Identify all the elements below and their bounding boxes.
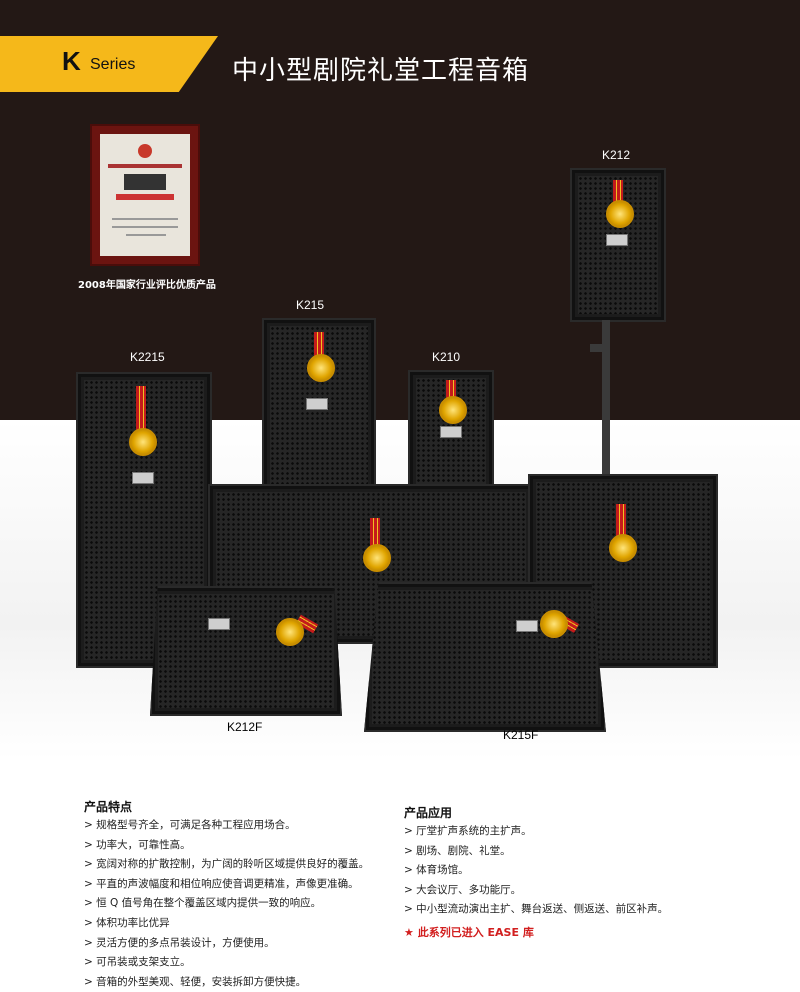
speaker-grille	[270, 326, 368, 502]
speaker-k215f	[364, 582, 606, 732]
series-letter: K	[62, 46, 81, 76]
speaker-k212f	[150, 586, 342, 716]
applications-item: > 剧场、剧院、礼堂。	[404, 844, 511, 857]
brand-badge	[606, 234, 628, 246]
features-title: 产品特点	[84, 800, 133, 814]
award-ribbon	[136, 386, 146, 430]
certificate-banner	[116, 194, 174, 200]
applications-item: > 厅堂扩声系统的主扩声。	[404, 825, 532, 837]
medal-icon	[129, 428, 157, 456]
certificate-text-line	[112, 218, 178, 220]
award-ribbon	[370, 518, 380, 546]
applications-item: > 体育场馆。	[404, 864, 469, 877]
brand-badge	[132, 472, 154, 484]
series-word: Series	[90, 56, 136, 73]
ease-library-note: ★ 此系列已进入 EASE 库	[404, 926, 534, 939]
model-label-k215: K215	[296, 298, 325, 312]
model-label-k212f: K212F	[227, 720, 263, 734]
features-item: > 灵活方便的多点吊装设计，方便使用。	[84, 936, 275, 949]
speaker-pole	[602, 320, 610, 480]
medal-icon	[307, 354, 335, 382]
certificate-text-line	[126, 234, 166, 236]
features-item: > 体积功率比优异	[84, 916, 170, 929]
medal-icon	[609, 534, 637, 562]
award-caption: 2008年国家行业评比优质产品	[78, 280, 216, 291]
award-ribbon	[616, 504, 626, 536]
speaker-k215	[262, 318, 376, 510]
model-label-k2215: K2215	[130, 350, 165, 364]
certificate-title-line	[108, 164, 182, 168]
applications-list: > 厅堂扩声系统的主扩声。 > 剧场、剧院、礼堂。 > 体育场馆。 > 大会议厅…	[404, 822, 784, 920]
brand-badge	[306, 398, 328, 410]
medal-icon	[540, 610, 568, 638]
certificate-text-line	[112, 226, 178, 228]
applications-item: > 中小型流动演出主扩、舞台返送、侧返送、前区补声。	[404, 903, 669, 916]
medal-icon	[606, 200, 634, 228]
features-item: > 宽阔对称的扩散控制，为广阔的聆听区域提供良好的覆盖。	[84, 858, 370, 871]
award-ribbon	[613, 180, 623, 202]
features-item: > 规格型号齐全，可满足各种工程应用场合。	[84, 819, 296, 831]
award-ribbon	[446, 380, 456, 398]
medal-icon	[439, 396, 467, 424]
emblem-icon	[138, 144, 152, 158]
speaker-k212	[570, 168, 666, 322]
speaker-grille	[372, 590, 598, 724]
features-item: > 平直的声波幅度和相位响应使音调更精准，声像更准确。	[84, 877, 359, 890]
model-label-k212: K212	[602, 148, 631, 162]
series-tab: K Series	[0, 36, 218, 92]
ceta-logo	[124, 174, 166, 190]
applications-item: > 大会议厅、多功能厅。	[404, 883, 522, 896]
features-item: > 功率大，可靠性高。	[84, 838, 191, 851]
model-label-k215f: K215F	[503, 728, 539, 742]
features-item: > 可吊装或支架支立。	[84, 956, 191, 969]
speaker-grille	[158, 594, 334, 708]
brand-badge	[440, 426, 462, 438]
pole-clamp	[590, 344, 602, 352]
certificate-paper	[100, 134, 190, 256]
page-title: 中小型剧院礼堂工程音箱	[232, 56, 530, 86]
features-item: > 恒 Q 值号角在整个覆盖区域内提供一致的响应。	[84, 897, 322, 910]
medal-icon	[276, 618, 304, 646]
applications-title: 产品应用	[404, 806, 453, 820]
brand-badge	[516, 620, 538, 632]
award-plaque	[90, 124, 200, 266]
model-label-k210: K210	[432, 350, 461, 364]
features-list: > 规格型号齐全，可满足各种工程应用场合。 > 功率大，可靠性高。 > 宽阔对称…	[84, 816, 404, 992]
features-item: > 音箱的外型美观、轻便，安装拆卸方便快捷。	[84, 975, 307, 988]
brand-badge	[208, 618, 230, 630]
medal-icon	[363, 544, 391, 572]
award-ribbon	[314, 332, 324, 356]
